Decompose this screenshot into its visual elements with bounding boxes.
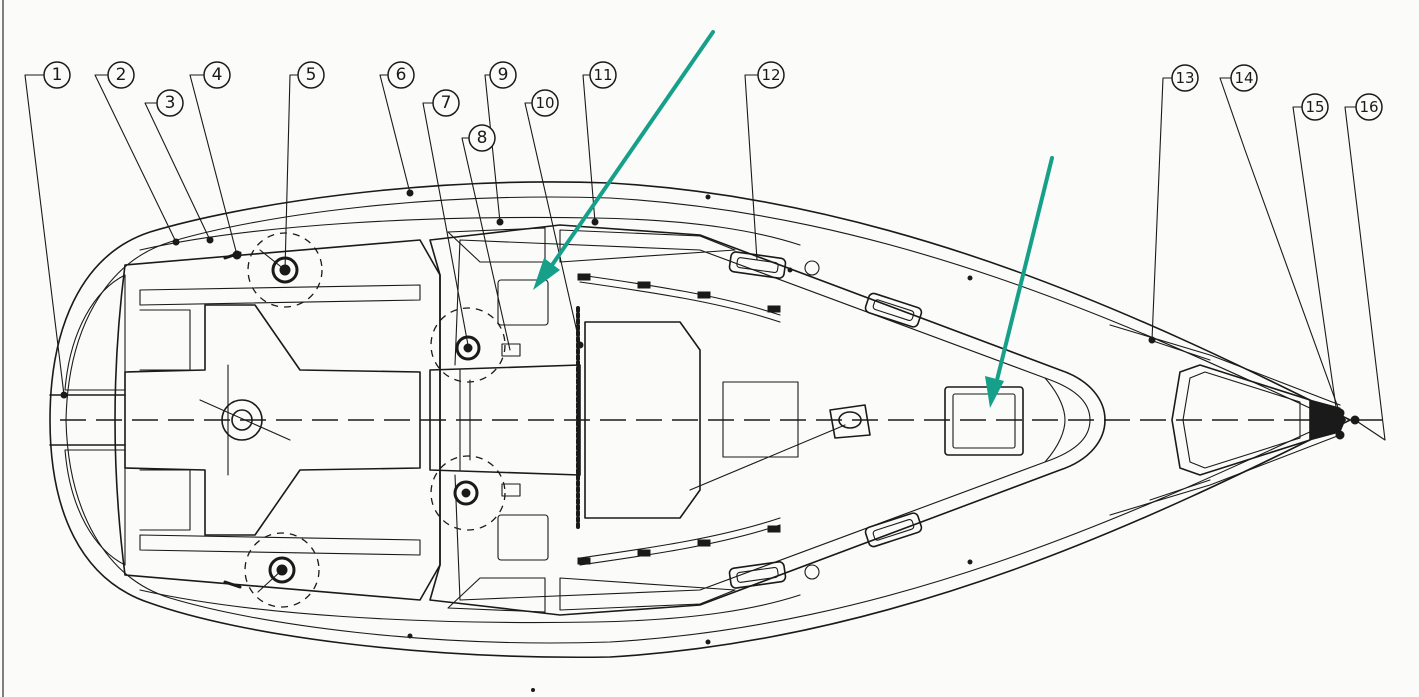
dorade-starboard <box>497 514 549 561</box>
coachroof-outline <box>429 224 1106 616</box>
toerail-stbd <box>139 589 801 624</box>
callout-14: 14 <box>1230 64 1258 92</box>
deck-fitting-port <box>804 260 820 276</box>
cockpit-seat-bottom <box>139 534 421 556</box>
wheel-outer <box>221 399 263 441</box>
aft-cleat-stbd <box>223 580 242 589</box>
cockpit-bench-2 <box>139 469 191 531</box>
svg-text:12: 12 <box>761 66 780 84</box>
callout-6: 6 <box>387 61 415 89</box>
callout-3: 3 <box>156 89 184 117</box>
deck-hatch-stbd-2 <box>864 512 923 548</box>
anchor-locker-inner <box>1182 371 1301 469</box>
cockpit-seat-top <box>139 284 421 306</box>
stbd-window-2 <box>559 577 736 611</box>
saloon-roof <box>584 321 701 519</box>
svg-text:6: 6 <box>396 65 407 85</box>
track-cars <box>577 273 781 565</box>
toerail-port <box>139 216 801 251</box>
traveller-line <box>199 399 291 441</box>
clutch-starboard <box>501 483 521 497</box>
wheel-hub <box>231 409 253 431</box>
aft-cleat-port <box>223 251 242 260</box>
mast-section <box>838 411 862 429</box>
dorade-port <box>497 279 549 326</box>
svg-text:15: 15 <box>1305 98 1324 116</box>
mast-step <box>829 404 871 439</box>
svg-text:13: 13 <box>1175 69 1194 87</box>
coachroof-front <box>1044 377 1066 463</box>
companionway-hatch <box>429 364 581 476</box>
svg-text:9: 9 <box>498 65 509 85</box>
pulpit-port <box>1109 324 1341 406</box>
callout-7: 7 <box>432 89 460 117</box>
deck-hatch-port-2 <box>864 292 923 328</box>
anchor-locker <box>1171 364 1311 476</box>
svg-text:1: 1 <box>52 65 63 85</box>
svg-text:5: 5 <box>306 65 317 85</box>
genoa-track-port-2 <box>579 281 781 323</box>
cockpit-bench <box>139 309 191 371</box>
callout-10: 10 <box>531 89 559 117</box>
callout-13: 13 <box>1171 64 1199 92</box>
callout-11: 11 <box>589 61 617 89</box>
callout-4: 4 <box>203 61 231 89</box>
callout-1: 1 <box>43 61 71 89</box>
deck-hatch-port-1 <box>728 251 787 279</box>
svg-text:14: 14 <box>1234 69 1253 87</box>
svg-text:4: 4 <box>212 65 223 85</box>
winch-starboard-aft <box>244 532 320 608</box>
winch-starboard-fwd <box>430 455 506 531</box>
callout-8: 8 <box>468 124 496 152</box>
stray-mark <box>531 688 535 692</box>
callout-12: 12 <box>757 61 785 89</box>
pulpit-port-2 <box>1149 339 1211 361</box>
hull-outline <box>49 181 1351 659</box>
callout-9: 9 <box>489 61 517 89</box>
annotation-arrow-2 <box>985 156 1054 408</box>
forehatch-inner <box>952 393 1016 449</box>
deck-fitting-stbd <box>804 564 820 580</box>
pulpit-stbd <box>1109 434 1341 516</box>
svg-text:8: 8 <box>477 128 488 148</box>
winch-port-fwd <box>430 307 506 383</box>
forehatch <box>944 386 1024 456</box>
genoa-track-port <box>579 274 781 316</box>
svg-text:3: 3 <box>165 93 176 113</box>
deck-hatch-stbd-1 <box>728 561 787 589</box>
svg-text:2: 2 <box>116 65 127 85</box>
port-window-2 <box>559 229 736 263</box>
callout-16: 16 <box>1355 93 1383 121</box>
callout-5: 5 <box>297 61 325 89</box>
cockpit-outline <box>114 239 441 601</box>
stanchion-bases <box>60 189 1360 645</box>
svg-text:7: 7 <box>441 93 452 113</box>
stbd-window-1 <box>447 577 546 613</box>
boom-vang-line <box>689 424 846 491</box>
callout-15: 15 <box>1301 93 1329 121</box>
genoa-track-starboard <box>579 524 781 566</box>
stern-seat-bottom <box>64 449 126 566</box>
genoa-track-starboard-2 <box>579 517 781 559</box>
svg-text:16: 16 <box>1359 98 1378 116</box>
pulpit-stbd-2 <box>1149 479 1211 501</box>
clutch-port <box>501 343 521 357</box>
svg-text:11: 11 <box>593 66 612 84</box>
saloon-hatch <box>722 381 799 458</box>
svg-text:10: 10 <box>535 94 554 112</box>
callout-2: 2 <box>107 61 135 89</box>
coachroof-inner <box>454 239 1091 601</box>
stern-seat-top <box>64 274 126 391</box>
annotation-arrow-1 <box>533 30 715 290</box>
